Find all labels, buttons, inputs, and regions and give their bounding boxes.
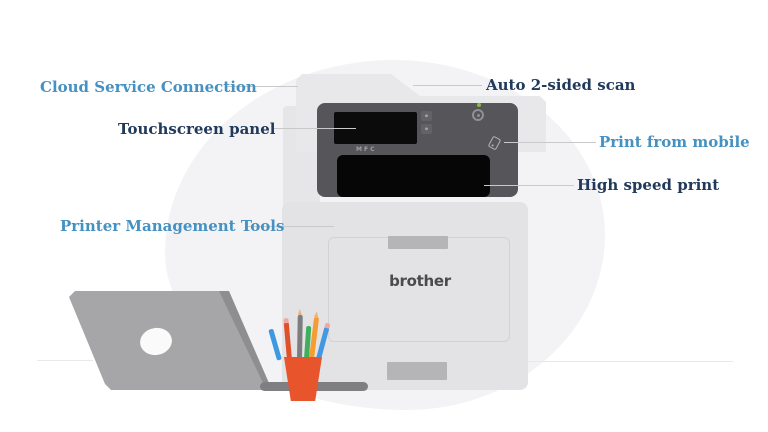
pencil-icon [297,308,303,360]
touchscreen-connector-line [274,128,356,129]
print-from-mobile-label: Print from mobile [599,133,750,151]
pencil-eraser [283,317,289,324]
cloud-connector-line [227,86,298,87]
power-button-icon [472,109,484,121]
desk-line-right [528,361,733,362]
high-speed-connector-line [484,185,574,186]
auto-scan-connector-line [413,85,482,86]
management-connector-line [248,226,334,227]
back-key-icon [421,111,432,121]
printer-model-label: MFC [356,146,377,153]
auto-scan-label: Auto 2-sided scan [486,76,636,94]
mobile-connector-line [504,142,596,143]
power-led-icon [477,103,481,107]
touchscreen-panel-label: Touchscreen panel [118,120,276,138]
printer-output-slot [337,155,490,197]
pencil-cup [284,357,322,401]
printer-lower-body [282,202,528,390]
numeric-keypad [437,110,471,148]
cloud-service-label: Cloud Service Connection [40,78,257,96]
pencil-tip [297,308,302,316]
brother-logo: brother [389,272,451,290]
home-key-icon [421,124,432,134]
pencil-tip [314,311,319,318]
high-speed-print-label: High speed print [577,176,720,194]
desk-line-left [37,360,93,361]
printer-tray-handle-bottom [387,362,447,380]
printer-tray-handle-top [388,236,448,249]
management-tools-label: Printer Management Tools [60,217,285,235]
